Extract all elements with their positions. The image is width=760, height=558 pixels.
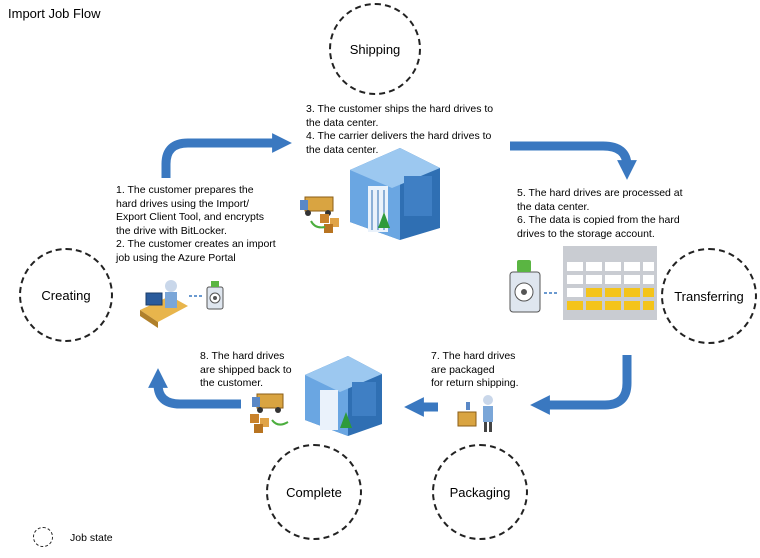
note-line: the data center. (306, 143, 379, 156)
note-line: 4. The carrier delivers the hard drives … (306, 130, 492, 142)
legend-label: Job state (70, 532, 113, 544)
user-computer-icon (140, 280, 188, 328)
note-line: hard drives using the Import/ (116, 197, 250, 210)
arrow-shipping-to-transferring (510, 141, 637, 180)
note-line: the data center. (306, 116, 379, 129)
note-packaging: 7. The hard drives are packaged for retu… (431, 350, 519, 391)
note-line: Export Client Tool, and encrypts (116, 211, 265, 223)
hard-drive-icon (206, 281, 224, 310)
state-transferring: Transferring (661, 248, 757, 344)
note-line: 1. The customer prepares the (116, 184, 254, 196)
state-shipping-label: Shipping (349, 41, 401, 57)
arrow-transferring-to-packaging (530, 355, 632, 415)
note-line: the drive with BitLocker. (116, 224, 227, 237)
note-line: the customer. (200, 377, 264, 389)
note-complete: 8. The hard drives are shipped back to t… (200, 350, 292, 391)
storage-account-icon (563, 246, 657, 320)
state-transferring-label: Transferring (674, 288, 744, 304)
state-shipping: Shipping (329, 3, 421, 95)
note-line: 5. The hard drives are processed at (517, 187, 683, 199)
datacenter-icon (305, 356, 382, 436)
truck-icon (250, 393, 289, 433)
legend-state-icon (33, 527, 53, 547)
truck-icon (300, 196, 339, 233)
note-line: 8. The hard drives (200, 350, 285, 362)
arrow-creating-to-shipping (161, 133, 292, 178)
datacenter-icon (350, 148, 440, 240)
note-shipping: 3. The customer ships the hard drives to… (306, 103, 493, 157)
note-line: the data center. (517, 200, 590, 213)
diagram-title: Import Job Flow (8, 6, 101, 21)
note-line: drives to the storage account. (517, 227, 655, 240)
state-creating: Creating (19, 248, 113, 342)
note-creating: 1. The customer prepares the hard drives… (116, 184, 276, 265)
note-line: 6. The data is copied from the hard (517, 214, 680, 226)
state-packaging: Packaging (432, 444, 528, 540)
packaging-worker-icon (457, 395, 493, 432)
note-line: for return shipping. (431, 377, 519, 389)
note-line: job using the Azure Portal (116, 251, 236, 264)
note-line: 7. The hard drives (431, 350, 516, 362)
state-complete-label: Complete (286, 484, 342, 500)
note-line: 2. The customer creates an import (116, 238, 276, 250)
note-line: are shipped back to (200, 363, 292, 376)
state-packaging-label: Packaging (449, 484, 511, 500)
hard-drive-icon (509, 260, 541, 313)
state-creating-label: Creating (41, 287, 91, 303)
state-complete: Complete (266, 444, 362, 540)
note-line: 3. The customer ships the hard drives to (306, 103, 494, 115)
arrow-complete-to-creating (148, 368, 241, 409)
note-transferring: 5. The hard drives are processed at the … (517, 187, 683, 241)
note-line: are packaged (431, 363, 495, 376)
